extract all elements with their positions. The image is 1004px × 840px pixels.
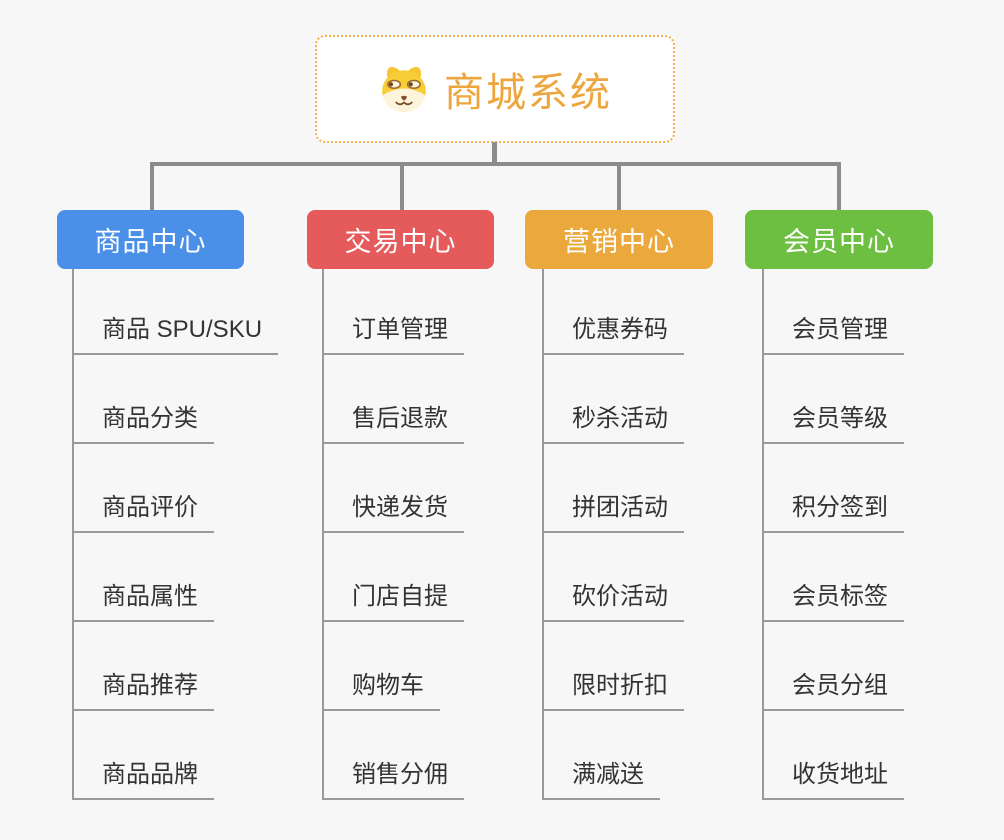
branch-header-marketing[interactable]: 营销中心	[525, 210, 713, 269]
branch-spine-member	[762, 269, 764, 800]
leaf-node[interactable]: 积分签到	[762, 487, 904, 533]
dog-face-icon	[378, 65, 430, 113]
leaf-node[interactable]: 优惠券码	[542, 309, 684, 355]
branch-spine-trade	[322, 269, 324, 800]
leaf-node[interactable]: 售后退款	[322, 398, 464, 444]
connector-horizontal	[150, 162, 841, 166]
leaf-node[interactable]: 拼团活动	[542, 487, 684, 533]
leaf-node[interactable]: 商品评价	[72, 487, 214, 533]
leaf-node[interactable]: 收货地址	[762, 754, 904, 800]
connector-stub-product	[150, 162, 154, 211]
leaf-node[interactable]: 商品推荐	[72, 665, 214, 711]
leaf-node[interactable]: 商品属性	[72, 576, 214, 622]
leaf-node[interactable]: 砍价活动	[542, 576, 684, 622]
branch-header-member[interactable]: 会员中心	[745, 210, 933, 269]
leaf-node[interactable]: 快递发货	[322, 487, 464, 533]
leaf-node[interactable]: 会员等级	[762, 398, 904, 444]
leaf-node[interactable]: 商品品牌	[72, 754, 214, 800]
root-title: 商城系统	[444, 71, 612, 115]
leaf-node[interactable]: 秒杀活动	[542, 398, 684, 444]
leaf-node[interactable]: 购物车	[322, 665, 440, 711]
branch-header-trade[interactable]: 交易中心	[307, 210, 494, 269]
branch-spine-marketing	[542, 269, 544, 800]
leaf-node[interactable]: 商品分类	[72, 398, 214, 444]
connector-stub-trade	[400, 162, 404, 211]
root-node[interactable]: 商城系统	[315, 35, 675, 143]
leaf-node[interactable]: 会员分组	[762, 665, 904, 711]
leaf-node[interactable]: 满减送	[542, 754, 660, 800]
leaf-node[interactable]: 会员管理	[762, 309, 904, 355]
leaf-node[interactable]: 商品 SPU/SKU	[72, 309, 279, 355]
leaf-node[interactable]: 门店自提	[322, 576, 464, 622]
leaf-node[interactable]: 限时折扣	[542, 665, 684, 711]
leaf-node[interactable]: 销售分佣	[322, 754, 464, 800]
branch-spine-product	[72, 269, 74, 800]
connector-stub-marketing	[617, 162, 621, 211]
connector-root-stub	[492, 142, 497, 164]
leaf-node[interactable]: 订单管理	[322, 309, 464, 355]
connector-stub-member	[837, 162, 841, 211]
leaf-node[interactable]: 会员标签	[762, 576, 904, 622]
branch-header-product[interactable]: 商品中心	[57, 210, 244, 269]
